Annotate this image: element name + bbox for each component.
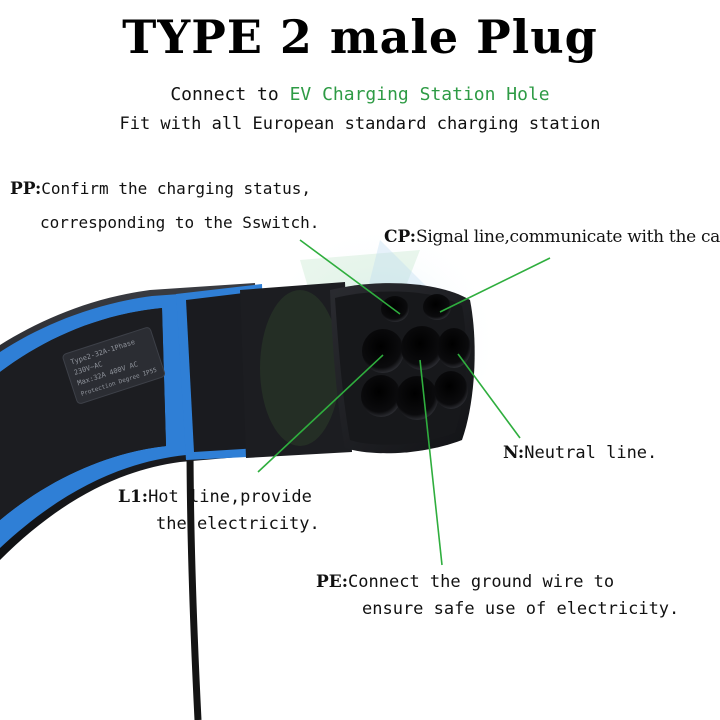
label-pe-line1: Connect the ground wire to (348, 572, 615, 592)
leader-line-cp (439, 257, 551, 313)
cable (186, 439, 202, 720)
pin-hole-n (437, 328, 471, 368)
pin-hole-cp (423, 294, 451, 320)
pin-hole-l1 (362, 329, 404, 373)
label-cp-text: Signal line,communicate with the car. (415, 227, 720, 247)
leader-line-l1 (257, 354, 384, 473)
label-pp-key: PP: (10, 179, 42, 199)
pin-hole-pp (381, 296, 409, 322)
label-pp-line1: Confirm the charging status, (41, 179, 311, 198)
pin-hole-pe (396, 376, 438, 420)
page-title: TYPE 2 male Plug (122, 10, 598, 64)
leader-line-n (457, 353, 521, 439)
label-l1: L1:Hot line,provide (118, 484, 312, 510)
label-l1-line2-wrap: the electricity. (156, 511, 320, 537)
label-pe-line2: ensure safe use of electricity. (362, 599, 680, 619)
label-pp: PP:Confirm the charging status, (10, 176, 311, 202)
subtitle-connect-prefix: Connect to (170, 84, 290, 105)
subtitle-highlight: EV Charging Station Hole (289, 84, 550, 105)
pin-hole-l3 (434, 371, 468, 409)
label-l1-line2: the electricity. (156, 514, 320, 534)
pin-hole-l2 (361, 375, 401, 417)
subtitle-fit: Fit with all European standard charging … (119, 114, 601, 134)
leader-line-pe (419, 359, 443, 566)
label-pe: PE:Connect the ground wire to (316, 569, 614, 595)
leader-line-pp (299, 239, 401, 315)
label-cp-key: CP: (384, 227, 416, 247)
label-n-key: N: (503, 443, 525, 463)
connector-face (330, 283, 475, 454)
label-cp: CP:Signal line,communicate with the car. (384, 224, 720, 250)
label-n-text: Neutral line. (524, 443, 658, 463)
label-pp-line2-wrap: corresponding to the Sswitch. (40, 210, 319, 236)
pin-hole-center (401, 326, 443, 370)
label-pe-key: PE: (316, 572, 349, 592)
label-l1-key: L1: (118, 487, 149, 507)
label-pp-line2: corresponding to the Sswitch. (40, 213, 320, 232)
label-n: N:Neutral line. (503, 440, 657, 466)
leader-lines (257, 239, 551, 566)
subtitle-connect: Connect to EV Charging Station Hole (0, 84, 720, 105)
label-l1-line1: Hot line,provide (148, 487, 312, 507)
label-pe-line2-wrap: ensure safe use of electricity. (362, 596, 679, 622)
